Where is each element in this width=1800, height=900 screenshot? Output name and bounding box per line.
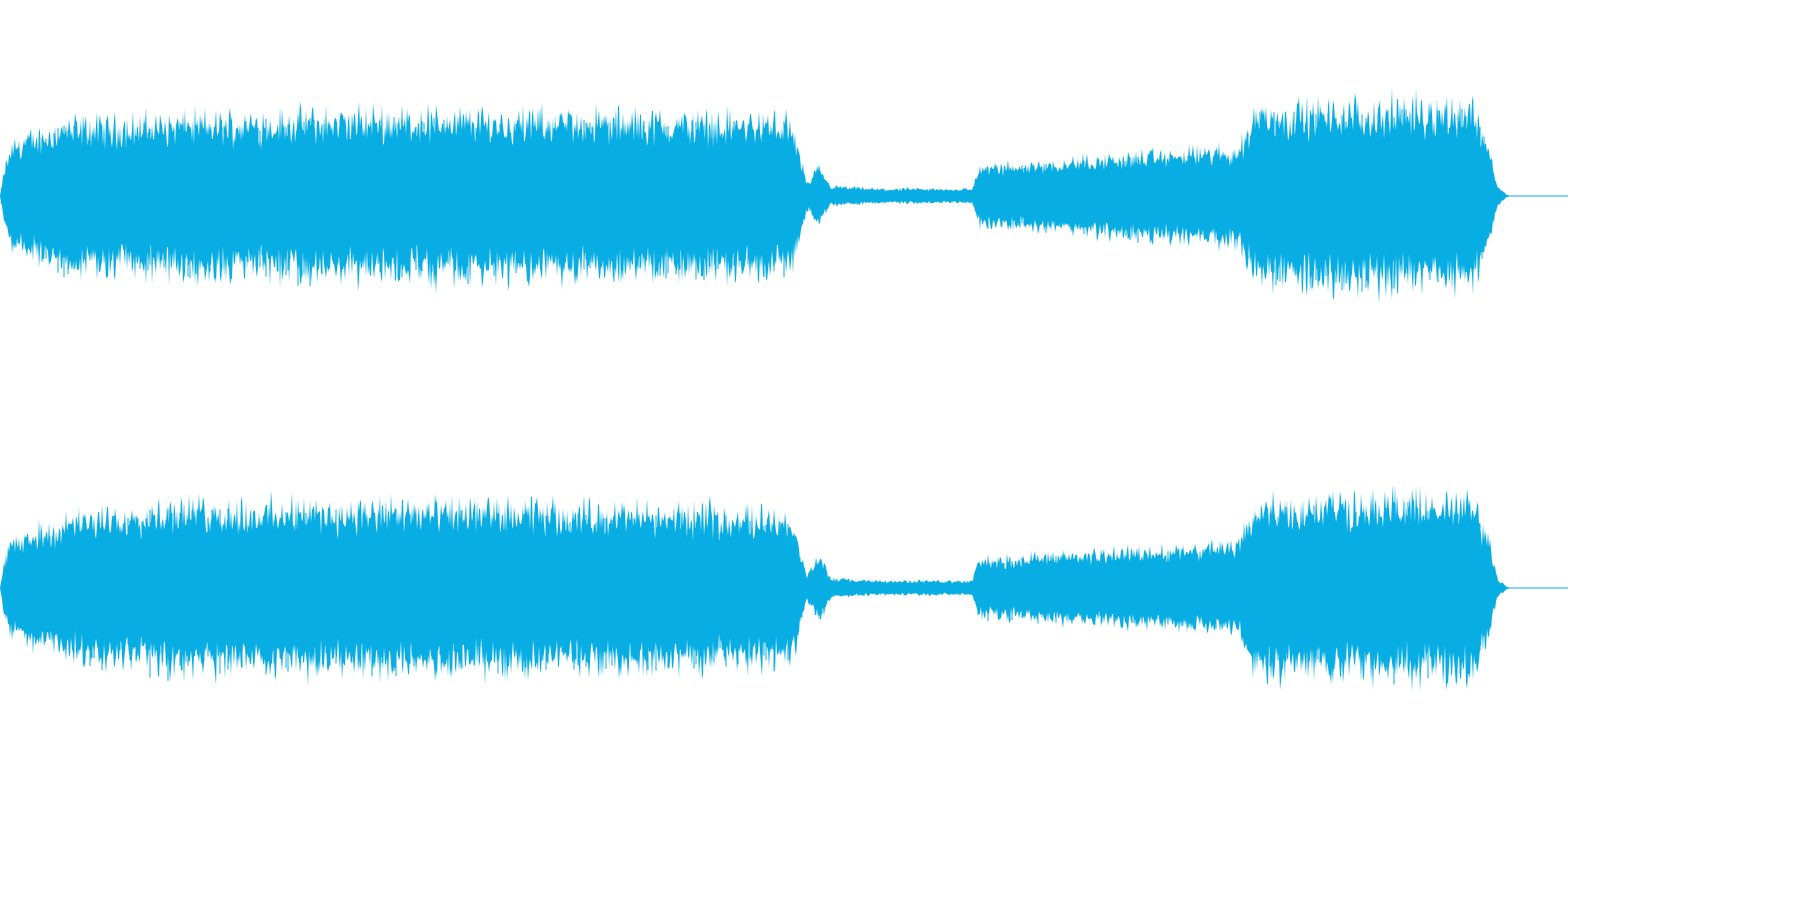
waveform-panel (0, 88, 1568, 692)
waveform-channel-bottom (0, 484, 1568, 692)
stereo-waveform (0, 88, 1568, 692)
waveform-channel-top (0, 88, 1568, 304)
